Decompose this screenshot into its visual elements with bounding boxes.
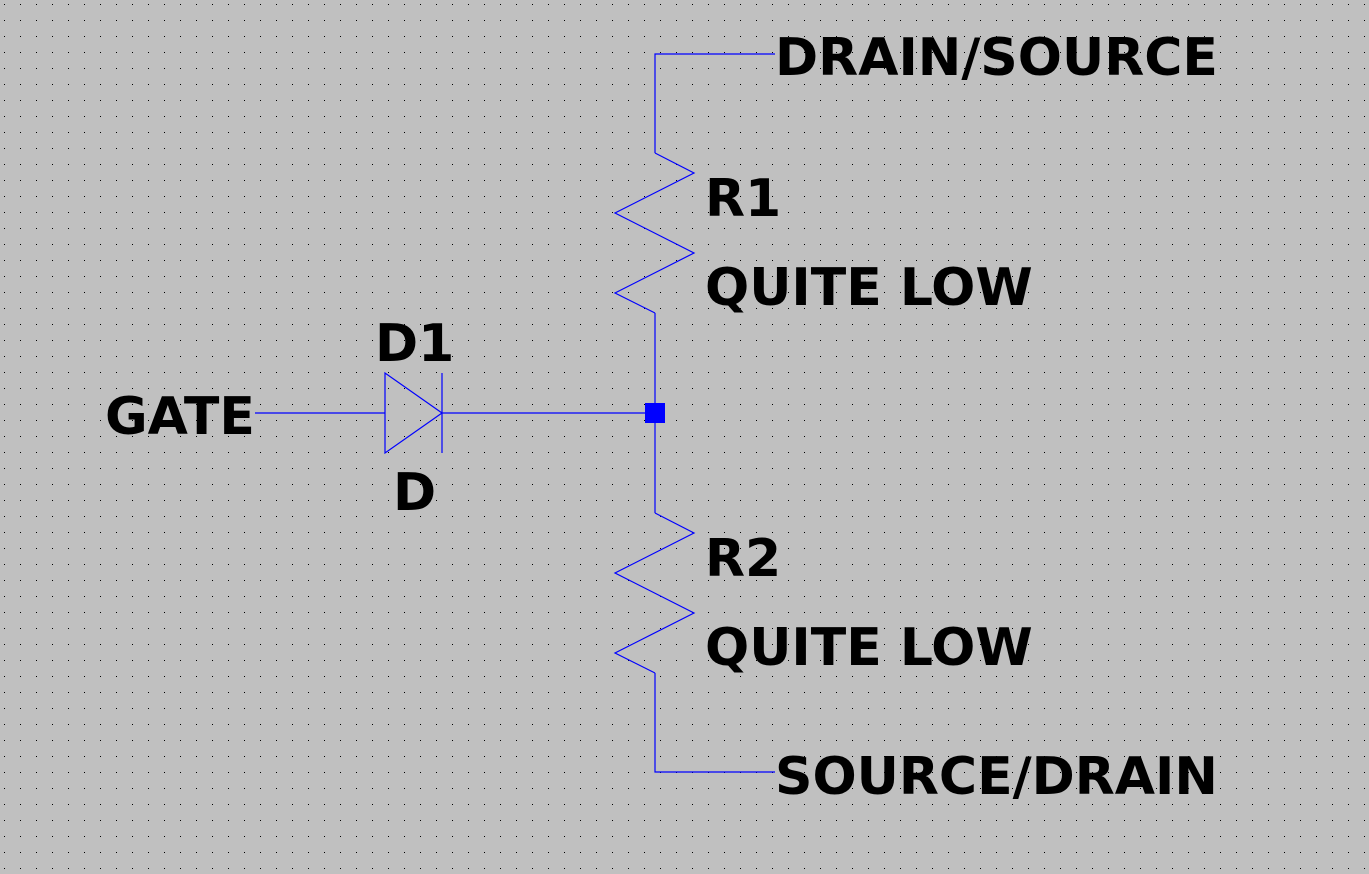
resistor-r1-symbol[interactable] xyxy=(613,152,696,314)
r2-value-label[interactable]: QUITE LOW xyxy=(705,618,1033,678)
r1-value-label[interactable]: QUITE LOW xyxy=(705,258,1033,318)
r1-ref-label[interactable]: R1 xyxy=(705,169,781,229)
net-label-drain-source[interactable]: DRAIN/SOURCE xyxy=(775,28,1218,88)
diode-value-label[interactable]: D xyxy=(393,463,436,523)
net-label-source-drain[interactable]: SOURCE/DRAIN xyxy=(775,747,1218,807)
net-label-gate[interactable]: GATE xyxy=(105,387,255,447)
wire-drain-source[interactable] xyxy=(654,53,775,153)
wire-source-drain[interactable] xyxy=(654,673,775,773)
resistor-r2-symbol[interactable] xyxy=(613,512,696,674)
diode-ref-label[interactable]: D1 xyxy=(375,314,454,374)
r2-ref-label[interactable]: R2 xyxy=(705,529,781,589)
diode-triangle xyxy=(384,371,444,455)
